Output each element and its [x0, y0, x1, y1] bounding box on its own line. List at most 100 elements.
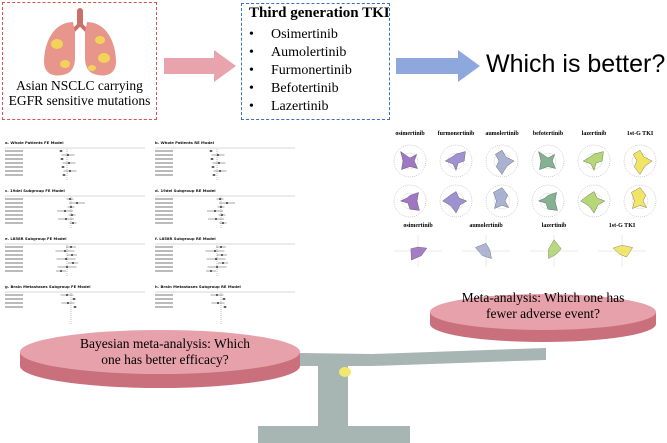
fp-right-point-2-0: [220, 246, 222, 248]
fp-left-row-label-0-5: [5, 170, 23, 172]
efficacy-line2: one has better efficacy?: [101, 352, 229, 367]
tki-item-osimertinib: •Osimertinib: [249, 27, 338, 42]
fp-right-point-0-2: [211, 158, 213, 160]
scale-pivot: [339, 367, 351, 377]
fp-right-row-label-1-4: [155, 214, 173, 216]
population-caption-line2: EGFR sensitive mutations: [8, 93, 151, 108]
fp-right-row-label-0-3: [155, 162, 173, 164]
fp-left-point-2-4: [72, 262, 74, 264]
fp-right-row-label-3-1: [155, 298, 173, 300]
fp-left-point-1-4: [71, 214, 73, 216]
fp-right-point-3-1: [223, 298, 225, 300]
question-text: Which is better?: [486, 50, 666, 78]
fp-right-row-label-3-2: [155, 302, 173, 304]
radar-title-0: osimertinib: [395, 131, 425, 137]
fp-left-point-0-2: [61, 158, 63, 160]
safety-line1: Meta-analysis: Which one has: [461, 290, 625, 305]
radar-title-1: furmonertinib: [438, 131, 475, 137]
arrow-to-question: [396, 50, 480, 82]
efficacy-line1: Bayesian meta-analysis: Which: [80, 336, 250, 351]
radar-inner-ring-0-0: [401, 152, 419, 170]
fp-left-row-label-0-6: [5, 174, 23, 176]
radar-shape-5-1: [631, 187, 648, 209]
radar-ring-5-0: [623, 144, 657, 178]
fp-right-row-label-2-6: [155, 270, 173, 272]
fp-left-point-3-1: [73, 298, 75, 300]
radar-ring-1-0: [439, 144, 473, 178]
radar-title-5: 1st-G TKI: [627, 131, 654, 137]
fp-left-point-2-5: [66, 266, 68, 268]
fp-left-row-label-2-1: [5, 250, 23, 252]
fp-right-title-1: d. 19del Subgroup RE Model: [155, 188, 216, 193]
radar-shape-4-0: [582, 151, 604, 171]
fp-right-point-1-5: [215, 218, 217, 220]
fp-left-row-label-1-3: [5, 210, 23, 212]
fp-left-point-2-2: [71, 254, 73, 256]
safety-line2: fewer adverse event?: [486, 306, 600, 321]
fp-right-row-label-2-3: [155, 258, 173, 260]
radar-ring-4-1: [577, 184, 611, 218]
radar-bottom-shape-0: [410, 246, 428, 261]
scale-base: [258, 426, 410, 443]
fp-right-row-label-1-5: [155, 218, 173, 220]
tki-item-lazertinib: •Lazertinib: [249, 99, 329, 114]
fp-right-title-0: b. Whole Patients RE Model: [155, 140, 214, 145]
efficacy-question: Bayesian meta-analysis: Which one has be…: [30, 336, 300, 368]
fp-left-point-2-6: [60, 270, 62, 272]
fp-left-point-3-2: [67, 302, 69, 304]
radar-inner-ring-3-0: [539, 152, 557, 170]
radar-ring-4-0: [577, 144, 611, 178]
fp-left-point-0-0: [60, 150, 62, 152]
fp-left-point-0-4: [62, 166, 64, 168]
fp-left-row-label-3-0: [5, 294, 23, 296]
fp-right-row-label-0-4: [155, 166, 173, 168]
radar-shape-4-1: [580, 191, 606, 214]
fp-left-point-1-0: [69, 198, 71, 200]
fp-left-row-label-0-2: [5, 158, 23, 160]
fp-right-point-2-3: [215, 258, 217, 260]
fp-right-row-label-1-6: [155, 222, 173, 224]
fp-left-row-label-1-1: [5, 202, 23, 204]
fp-left-row-label-0-0: [5, 150, 23, 152]
radar-bottom-shape-2: [548, 239, 562, 259]
fp-right-point-1-6: [222, 222, 224, 224]
fp-right-row-label-0-1: [155, 154, 173, 156]
fp-right-point-2-4: [222, 262, 224, 264]
fp-right-row-label-0-0: [155, 150, 173, 152]
fp-right-point-1-0: [219, 198, 221, 200]
radar-ring-3-1: [531, 184, 565, 218]
fp-right-row-label-2-4: [155, 262, 173, 264]
radar-ring-2-1: [485, 184, 519, 218]
fp-right-point-0-0: [210, 150, 212, 152]
fp-left-row-label-1-0: [5, 198, 23, 200]
fp-left-point-1-6: [72, 222, 74, 224]
fp-left-point-1-1: [76, 202, 78, 204]
radar-bottom-title-3: 1st-G TKI: [609, 223, 636, 229]
safety-question: Meta-analysis: Which one has fewer adver…: [436, 290, 650, 322]
radar-ring-0-1: [393, 184, 427, 218]
fp-left-title-0: a. Whole Patients FE Model: [5, 140, 64, 145]
tki-item-befotertinib: •Befotertinib: [249, 81, 339, 96]
fp-right-point-2-5: [216, 266, 218, 268]
radar-title-3: befotertinib: [533, 131, 564, 137]
fp-right-point-0-5: [219, 170, 221, 172]
fp-left-point-1-5: [65, 218, 67, 220]
fp-left-row-label-0-1: [5, 154, 23, 156]
lungs-illustration: [44, 8, 116, 76]
radar-bottom-title-2: lazertinib: [542, 223, 567, 229]
radar-bottom-shape-3: [612, 245, 633, 258]
arrow-to-tki: [164, 50, 236, 82]
radar-shape-2-0: [495, 149, 515, 175]
fp-right-row-label-2-2: [155, 254, 173, 256]
radar-shape-5-0: [633, 149, 653, 175]
fp-right-row-label-2-1: [155, 250, 173, 252]
fp-right-point-1-1: [226, 202, 228, 204]
radar-ring-1-1: [439, 184, 473, 218]
tki-item-aumolertinib: •Aumolertinib: [249, 45, 347, 60]
fp-left-row-label-1-6: [5, 222, 23, 224]
left-disc: [20, 330, 300, 374]
fp-left-row-label-2-3: [5, 258, 23, 260]
fp-left-row-label-1-5: [5, 218, 23, 220]
balance-scale: [20, 294, 656, 443]
fp-right-point-2-2: [221, 254, 223, 256]
